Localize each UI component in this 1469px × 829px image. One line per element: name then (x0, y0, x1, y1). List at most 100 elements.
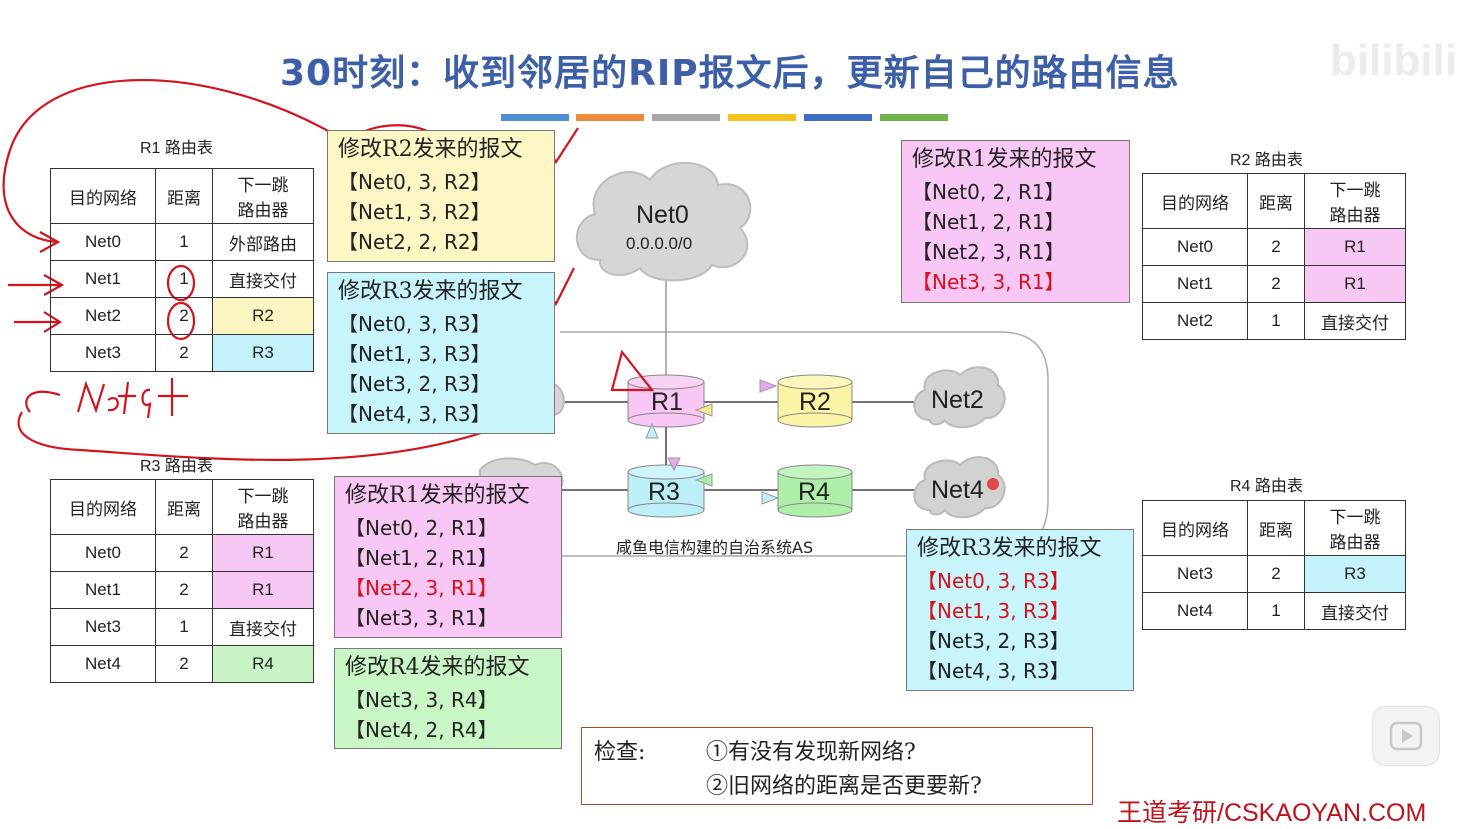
page-title: 30时刻：收到邻居的RIP报文后，更新自己的路由信息 (280, 53, 1180, 94)
r1-table-caption: R1 路由表 (140, 140, 213, 157)
r1-routing-table: 目的网络 距离 下一跳路由器 Net0 1 外部路由 Net1 1 直接交付 N… (50, 168, 314, 372)
check-label: 检查: (594, 740, 646, 765)
table-row: Net0 2 R1 (50, 534, 314, 572)
msg-r3-from-r4: 修改R4发来的报文 【Net3, 3, R4】 【Net4, 2, R4】 (334, 648, 562, 749)
cell-dist: 1 (155, 608, 213, 646)
msg-line: 【Net3, 3, R4】 (345, 688, 498, 712)
msg-title: 修改R2发来的报文 (338, 137, 523, 162)
r4-label: R4 (798, 478, 830, 506)
table-row: Net1 1 直接交付 (50, 260, 314, 298)
table-header-row: 目的网络 距离 下一跳路由器 (1142, 173, 1406, 229)
net0-label: Net0 (636, 201, 689, 229)
cell-hop: R3 (1304, 555, 1406, 593)
msg-line: 【Net0, 2, R1】 (912, 180, 1065, 204)
cell-hop: 直接交付 (212, 260, 314, 298)
r4-routing-table: 目的网络 距离 下一跳路由器 Net3 2 R3 Net4 1 直接交付 (1142, 500, 1406, 630)
router-r4 (777, 464, 853, 518)
msg-line: 【Net0, 2, R1】 (345, 516, 498, 540)
table-row: Net1 2 R1 (1142, 265, 1406, 303)
color-bar (728, 114, 796, 121)
msg-r1-from-r2: 修改R2发来的报文 【Net0, 3, R2】 【Net1, 3, R2】 【N… (327, 130, 555, 262)
table-row: Net4 1 直接交付 (1142, 592, 1406, 630)
arrow-r4-to-r3 (694, 473, 713, 487)
cell-dist: 1 (155, 260, 213, 298)
msg-title: 修改R3发来的报文 (338, 279, 523, 304)
check-item-1: ①有没有发现新网络? (706, 740, 916, 765)
header-next-hop: 下一跳路由器 (1304, 173, 1406, 229)
cell-hop: R1 (212, 534, 314, 572)
table-row: Net2 1 直接交付 (1142, 302, 1406, 340)
play-button[interactable] (1372, 706, 1440, 766)
cell-dist: 2 (155, 571, 213, 609)
cell-hop: 直接交付 (212, 608, 314, 646)
cell-dest: Net2 (1142, 302, 1248, 340)
footer-brand: 王道考研/CSKAOYAN.COM (1117, 799, 1427, 827)
router-r1 (627, 374, 705, 428)
msg-title: 修改R4发来的报文 (345, 655, 530, 680)
header-next-hop: 下一跳路由器 (1304, 500, 1406, 556)
bilibili-watermark: bilibili (1329, 36, 1457, 85)
play-icon (1389, 721, 1423, 751)
net2-label: Net2 (931, 386, 984, 414)
r1-label: R1 (651, 388, 683, 416)
color-bar (804, 114, 872, 121)
msg-title: 修改R3发来的报文 (917, 536, 1102, 561)
check-box: 检查: ①有没有发现新网络? ②旧网络的距离是否更要新? (581, 727, 1093, 805)
net2-cloud (913, 366, 1006, 429)
cell-dest: Net3 (50, 608, 156, 646)
msg-line: 【Net4, 3, R3】 (917, 659, 1070, 683)
msg-line: 【Net1, 3, R3】 (917, 599, 1070, 623)
header-dist: 距离 (1247, 500, 1305, 556)
table-row: Net3 1 直接交付 (50, 608, 314, 646)
msg-line: 【Net1, 3, R3】 (338, 342, 491, 366)
cell-hop: R1 (1304, 228, 1406, 266)
cell-hop: R1 (212, 571, 314, 609)
arrow-r2-to-r1 (694, 403, 713, 417)
header-dist: 距离 (155, 168, 213, 224)
cell-dest: Net4 (1142, 592, 1248, 630)
msg-line: 【Net0, 3, R3】 (338, 312, 491, 336)
color-bar (652, 114, 720, 121)
msg-title: 修改R1发来的报文 (345, 483, 530, 508)
arrow-r1-to-r3 (667, 457, 681, 472)
cell-dist: 2 (155, 297, 213, 335)
msg-r4-from-r3: 修改R3发来的报文 【Net0, 3, R3】 【Net1, 3, R3】 【N… (906, 529, 1134, 691)
arrow-r3-to-r1 (645, 422, 659, 439)
header-dest: 目的网络 (50, 168, 156, 224)
msg-r1-from-r3: 修改R3发来的报文 【Net0, 3, R3】 【Net1, 3, R3】 【N… (327, 272, 555, 434)
r3-routing-table: 目的网络 距离 下一跳路由器 Net0 2 R1 Net1 2 R1 Net3 … (50, 479, 314, 683)
table-header-row: 目的网络 距离 下一跳路由器 (50, 479, 314, 535)
table-row: Net4 2 R4 (50, 645, 314, 683)
table-row: Net0 1 外部路由 (50, 223, 314, 261)
cell-dist: 2 (155, 645, 213, 683)
header-next-hop: 下一跳路由器 (212, 479, 314, 535)
cell-hop: R3 (212, 334, 314, 372)
table-header-row: 目的网络 距离 下一跳路由器 (50, 168, 314, 224)
table-row: Net3 2 R3 (1142, 555, 1406, 593)
msg-line: 【Net0, 3, R3】 (917, 569, 1070, 593)
table-row: Net1 2 R1 (50, 571, 314, 609)
cell-dest: Net0 (1142, 228, 1248, 266)
table-row: Net2 2 R2 (50, 297, 314, 335)
color-bar (501, 114, 569, 121)
cell-dist: 1 (1247, 592, 1305, 630)
cell-dest: Net3 (50, 334, 156, 372)
msg-line: 【Net1, 2, R1】 (345, 546, 498, 570)
table-row: Net3 2 R3 (50, 334, 314, 372)
header-dest: 目的网络 (50, 479, 156, 535)
cell-hop: 外部路由 (212, 223, 314, 261)
cell-dest: Net4 (50, 645, 156, 683)
r2-table-caption: R2 路由表 (1230, 152, 1303, 169)
cell-dest: Net1 (1142, 265, 1248, 303)
msg-r3-from-r1: 修改R1发来的报文 【Net0, 2, R1】 【Net1, 2, R1】 【N… (334, 476, 562, 638)
msg-line: 【Net3, 3, R1】 (345, 606, 498, 630)
header-dest: 目的网络 (1142, 500, 1248, 556)
r3-table-caption: R3 路由表 (140, 458, 213, 475)
msg-line: 【Net3, 2, R3】 (917, 629, 1070, 653)
msg-title: 修改R1发来的报文 (912, 147, 1097, 172)
cell-dist: 2 (1247, 228, 1305, 266)
cell-hop: 直接交付 (1304, 592, 1406, 630)
cell-dist: 2 (1247, 265, 1305, 303)
msg-line: 【Net3, 3, R1】 (912, 270, 1065, 294)
table-row: Net0 2 R1 (1142, 228, 1406, 266)
